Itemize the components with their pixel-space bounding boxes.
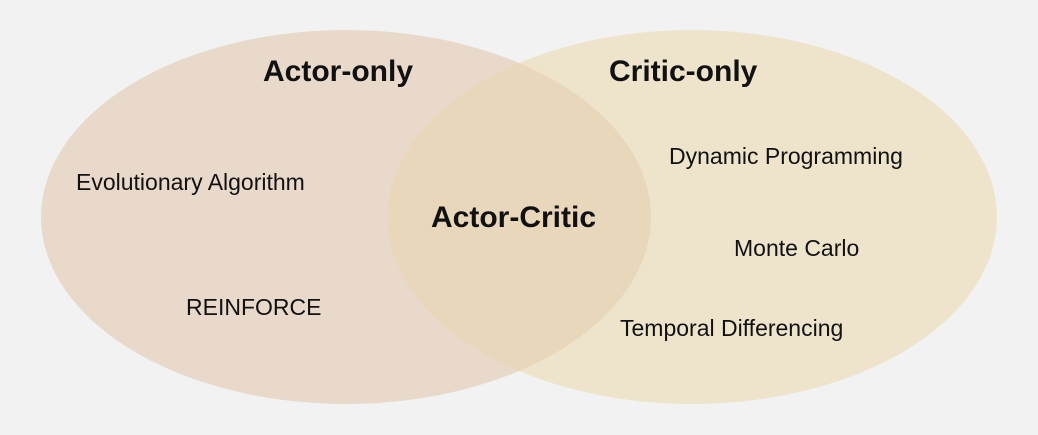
actor-item-evolutionary-algorithm: Evolutionary Algorithm [76,169,305,195]
actor-item-reinforce: REINFORCE [186,294,322,320]
actor-critic-overlap [387,30,651,404]
critic-item-dynamic-programming: Dynamic Programming [669,143,903,169]
actor-only-title: Actor-only [263,55,413,88]
critic-only-title: Critic-only [609,55,758,88]
actor-critic-label: Actor-Critic [431,201,597,234]
critic-item-temporal-differencing: Temporal Differencing [620,315,844,341]
critic-item-monte-carlo: Monte Carlo [734,235,860,261]
